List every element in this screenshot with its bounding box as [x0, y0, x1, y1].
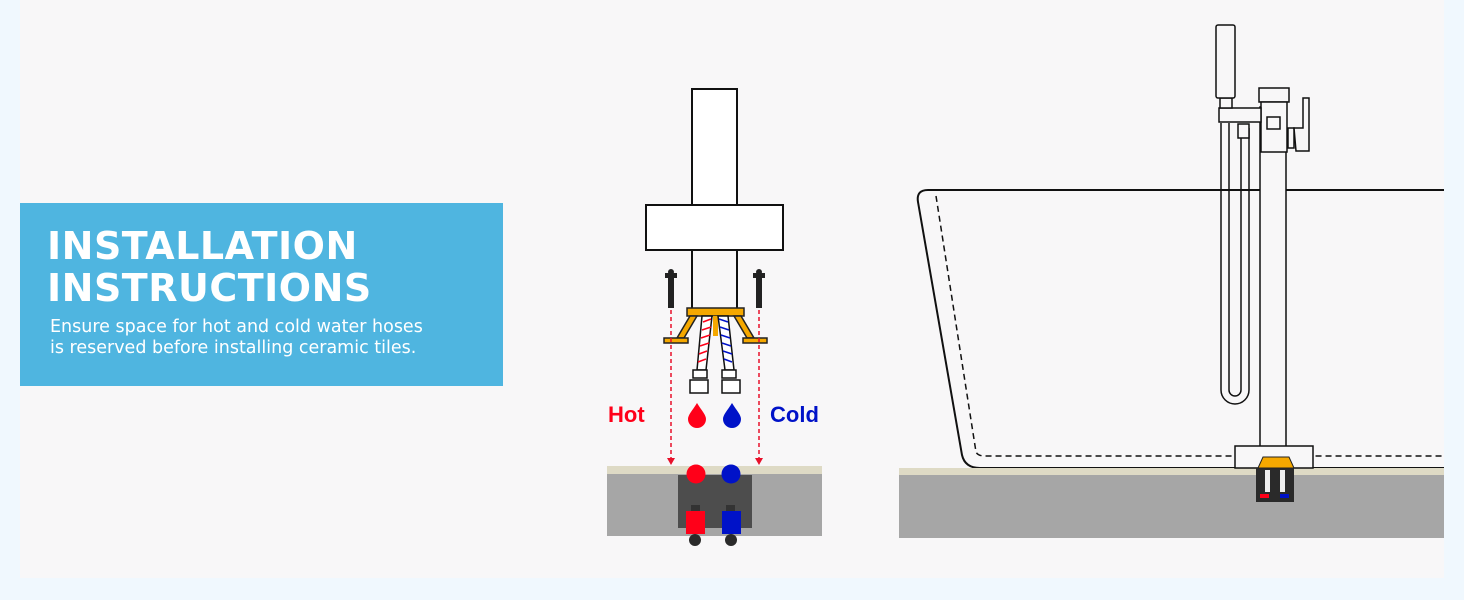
bolt-icon: [665, 269, 677, 308]
hot-hose: [689, 315, 713, 394]
guide-arrows: [670, 310, 760, 462]
subtitle-line-1: Ensure space for hot and cold water hose…: [50, 317, 423, 337]
instructions-banner: INSTALLATION INSTRUCTIONS Ensure space f…: [20, 203, 503, 386]
title-line-2: INSTRUCTIONS: [47, 266, 372, 310]
hot-label: Hot: [608, 402, 645, 427]
freestanding-faucet: [1215, 24, 1314, 469]
banner-subtitle: Ensure space for hot and cold water hose…: [50, 317, 423, 359]
cold-hose: [717, 315, 741, 394]
faucet-exploded-view: [645, 88, 784, 308]
floor-section: [607, 464, 822, 546]
banner-title: INSTALLATION INSTRUCTIONS: [47, 225, 372, 309]
bolt-icon: [753, 269, 765, 308]
cold-label: Cold: [770, 402, 819, 427]
subtitle-line-2: is reserved before installing ceramic ti…: [50, 338, 417, 358]
faucet-base-pit: [1256, 456, 1295, 502]
cold-drop-icon: [723, 403, 741, 428]
arrow-heads: [667, 458, 763, 465]
bathtub: [916, 189, 1444, 469]
title-line-1: INSTALLATION: [47, 224, 358, 268]
mounting-bracket: [663, 307, 768, 344]
hot-drop-icon: [688, 403, 706, 428]
tub-floor: [899, 468, 1444, 538]
